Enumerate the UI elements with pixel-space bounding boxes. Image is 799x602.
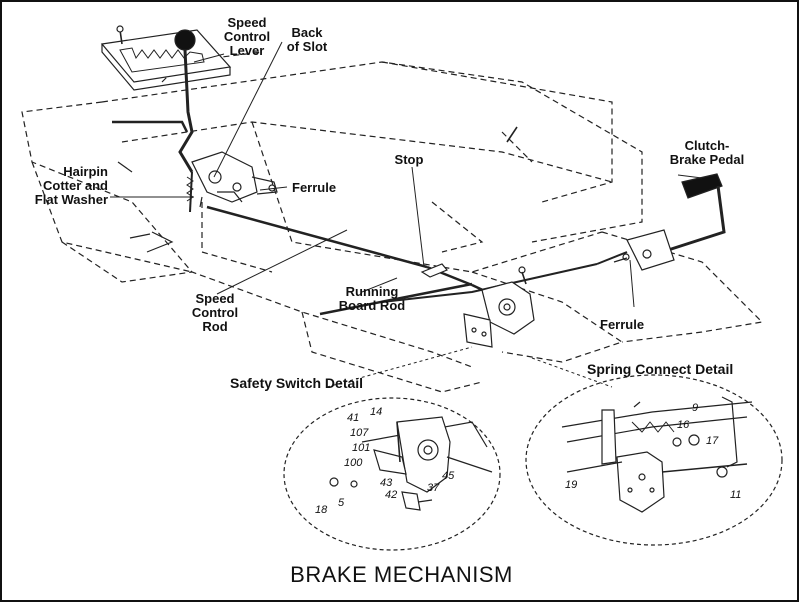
lever-shaft (178, 49, 194, 173)
part-number: 19 (565, 479, 578, 491)
part-number: 37 (427, 482, 440, 494)
part-number: 11 (730, 489, 742, 501)
pedal-assembly (596, 173, 726, 271)
part-number: 43 (380, 477, 393, 489)
part-number: 107 (350, 427, 369, 439)
spring-connect-detail-title: Spring Connect Detail (587, 361, 734, 377)
spring-connect-drawing (561, 396, 753, 513)
lever-plate (100, 29, 232, 91)
speed-rod-upper (206, 205, 428, 269)
label-ferrule-left: Ferrule (292, 180, 337, 195)
part-number: 42 (385, 489, 398, 501)
part-number: 14 (370, 406, 383, 418)
part-number: 5 (338, 497, 345, 509)
speed-rod-lower (319, 282, 473, 316)
lever-knob (174, 29, 196, 51)
label-hairpin-cotter: Hairpin Cotter and Flat Washer (34, 164, 108, 207)
part-number: 101 (352, 442, 371, 454)
leader-lines (110, 41, 703, 388)
label-running-board-rod: Running Board Rod (338, 284, 406, 313)
spring-connect-oval (525, 374, 783, 546)
safety-switch-oval (283, 397, 501, 551)
running-board-rod (381, 263, 598, 303)
part-number: 18 (315, 504, 328, 516)
brake-bracket (463, 266, 535, 348)
frame-outline (21, 51, 764, 393)
part-number: 17 (706, 435, 719, 447)
label-stop: Stop (394, 152, 424, 167)
part-number: 16 (677, 419, 690, 431)
part-number: 9 (692, 402, 699, 414)
safety-switch-detail-title: Safety Switch Detail (230, 375, 364, 391)
diagram-title: BRAKE MECHANISM (290, 562, 513, 587)
part-number: 100 (344, 457, 363, 469)
linkage-cluster (117, 151, 278, 253)
label-clutch-brake-pedal: Clutch- Brake Pedal (669, 138, 745, 167)
label-ferrule-right: Ferrule (600, 317, 645, 332)
part-number: 41 (347, 412, 360, 424)
safety-switch-drawing (329, 416, 493, 511)
label-speed-control-rod: Speed Control Rod (191, 291, 239, 334)
part-number: 45 (442, 470, 455, 482)
label-speed-control-lever: Speed Control Lever (223, 15, 271, 58)
label-back-of-slot: Back of Slot (286, 25, 328, 54)
